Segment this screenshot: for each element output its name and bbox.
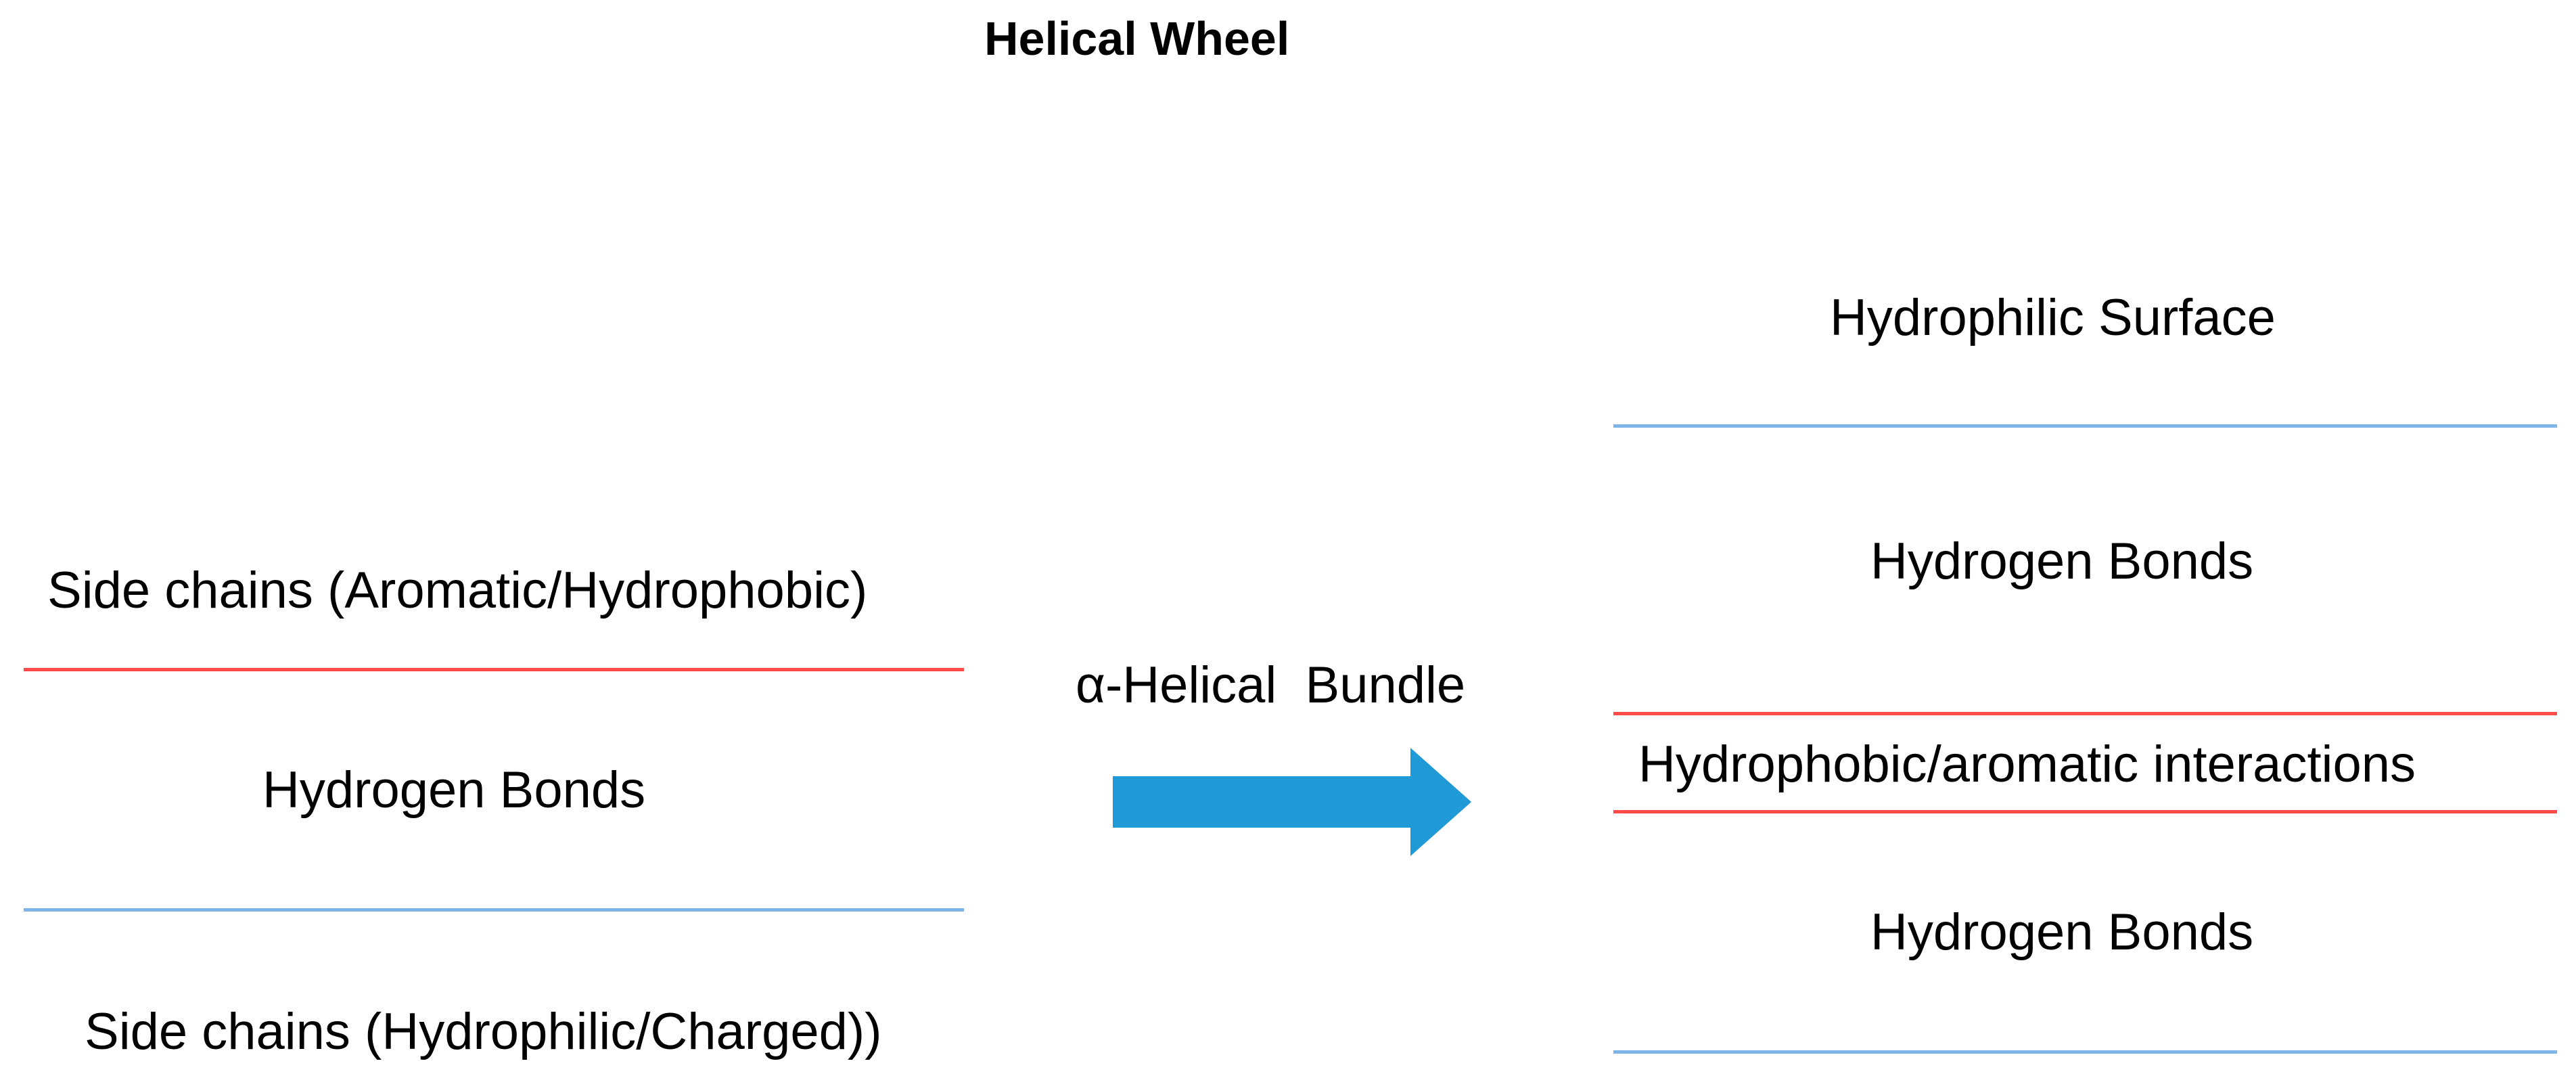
left-hydrophilic-line: [24, 908, 964, 912]
left-top-label: Side chains (Aromatic/Hydrophobic): [47, 562, 868, 619]
arrow-right-icon: [1113, 748, 1471, 856]
left-middle-label: Hydrogen Bonds: [262, 761, 646, 819]
right-surface-line: [1613, 424, 2557, 428]
right-upper-hbond-label: Hydrogen Bonds: [1870, 533, 2254, 590]
right-core-top-line: [1613, 712, 2557, 715]
right-bottom-line: [1613, 1050, 2557, 1054]
left-bottom-label: Side chains (Hydrophilic/Charged)): [85, 1003, 882, 1060]
right-lower-hbond-label: Hydrogen Bonds: [1870, 903, 2254, 961]
diagram-title: Helical Wheel: [984, 12, 1290, 65]
right-core-label: Hydrophobic/aromatic interactions: [1638, 736, 2416, 793]
arrow-shape: [1113, 748, 1471, 856]
right-surface-label: Hydrophilic Surface: [1830, 289, 2276, 346]
right-core-bottom-line: [1613, 810, 2557, 813]
left-hydrophobic-line: [24, 668, 964, 671]
transition-label: α-Helical Bundle: [1076, 656, 1466, 714]
